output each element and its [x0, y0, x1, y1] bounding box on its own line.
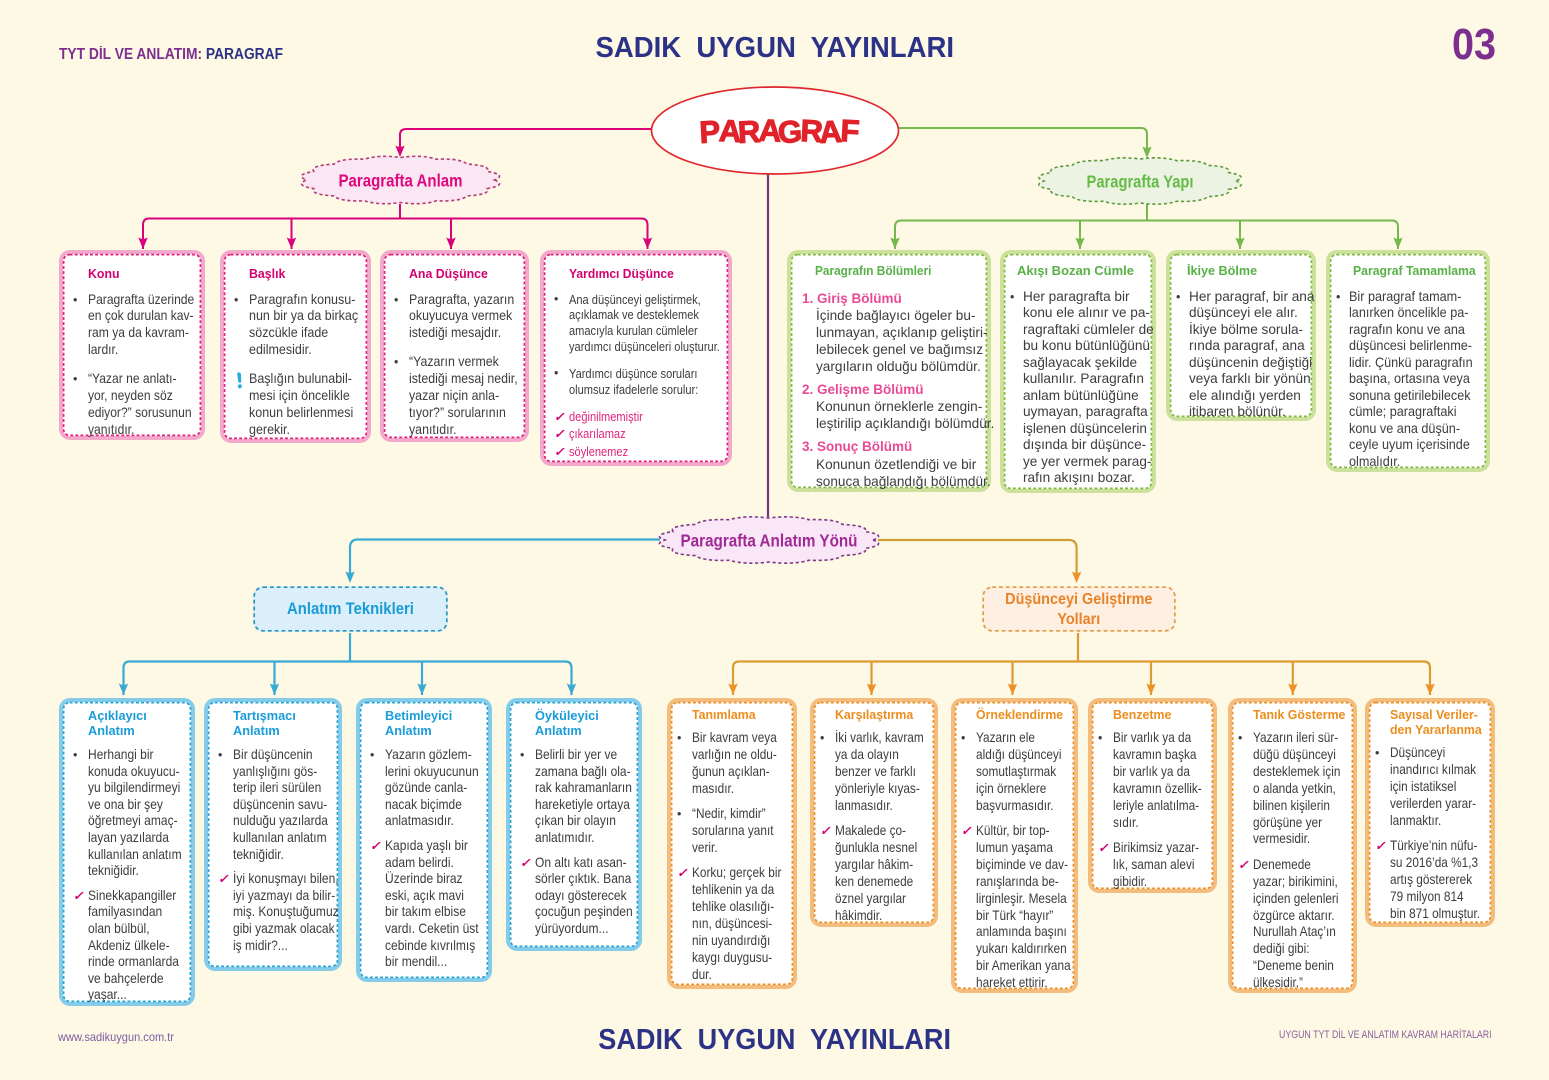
svg-text:R: R — [800, 113, 824, 149]
svg-text:P: P — [699, 114, 721, 150]
svg-text:F: F — [840, 113, 861, 149]
svg-text:Paragrafta Yapı: Paragrafta Yapı — [1087, 172, 1194, 192]
svg-text:Paragrafta Anlatım Yönü: Paragrafta Anlatım Yönü — [681, 531, 858, 551]
svg-text:A: A — [718, 113, 742, 149]
svg-text:G: G — [777, 114, 803, 150]
svg-text:Paragrafta Anlam: Paragrafta Anlam — [339, 171, 463, 191]
svg-text:R: R — [737, 114, 761, 150]
svg-text:A: A — [819, 114, 843, 150]
svg-text:A: A — [758, 113, 782, 149]
